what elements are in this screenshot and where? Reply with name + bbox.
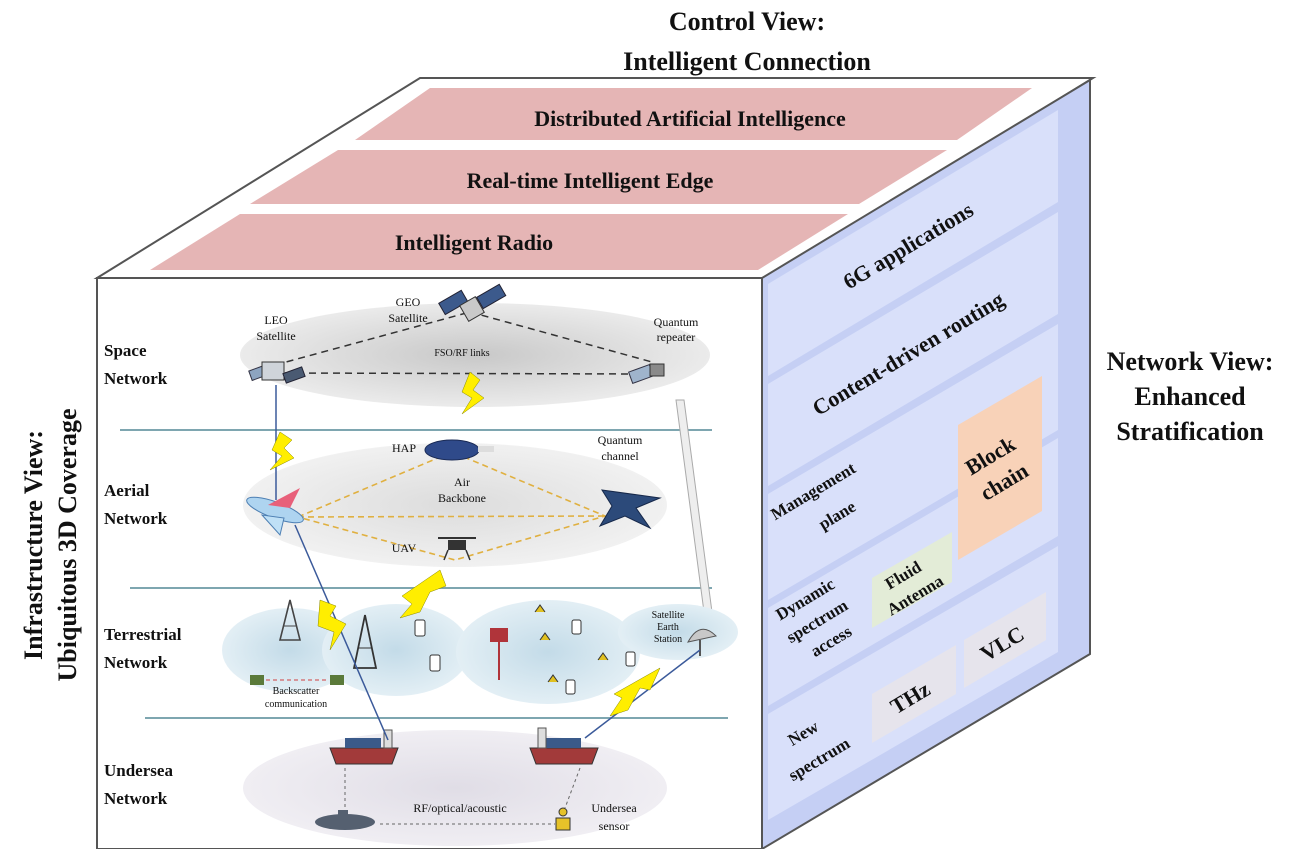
mobile-phone-icons-1 xyxy=(414,619,441,672)
air-backbone-link-horizontal xyxy=(297,515,606,518)
aerial-ship-link xyxy=(294,524,389,741)
vlc-box xyxy=(964,592,1046,688)
leo-satellite-icon xyxy=(248,361,306,384)
uav-label: UAV xyxy=(392,541,417,555)
side-band-applications xyxy=(768,110,1058,376)
leo-label-1: LEO xyxy=(264,313,288,327)
cell-tower-icon-2 xyxy=(352,614,378,669)
air-backbone-label-2: Backbone xyxy=(438,491,486,505)
hap-airship-icon xyxy=(424,439,494,461)
undersea-sensor-icon xyxy=(555,807,571,831)
air-backbone-links xyxy=(295,451,608,561)
infrastructure-view-title: Infrastructure View: xyxy=(19,430,48,660)
network-view-title: Network View: xyxy=(1107,347,1274,376)
undersea-network-label-1: Undersea xyxy=(104,761,173,780)
side-band-management xyxy=(768,324,1058,600)
ship-sensor-link xyxy=(564,767,581,809)
infrastructure-view-title-group: Infrastructure View: Ubiquitous 3D Cover… xyxy=(19,408,82,681)
submarine-icon xyxy=(315,810,375,830)
aerial-network-ellipse xyxy=(243,443,667,567)
aerial-network-label-1: Aerial xyxy=(104,481,150,500)
uav-drone-icon xyxy=(438,537,476,561)
top-layer-intelligent-edge xyxy=(250,150,947,204)
ship-icon-2 xyxy=(529,727,599,765)
top-layer-label-1: Distributed Artificial Intelligence xyxy=(534,106,846,131)
backscatter-tags-icon xyxy=(250,675,344,685)
air-backbone-label-1: Air xyxy=(454,475,470,489)
leo-label-2: Satellite xyxy=(256,329,295,343)
hap-label: HAP xyxy=(392,441,416,455)
quantum-repeater-label-2: repeater xyxy=(657,330,696,344)
top-layer-intelligent-radio xyxy=(150,214,848,270)
terrestrial-network-label-1: Terrestrial xyxy=(104,625,182,644)
space-network-ellipse xyxy=(240,303,710,407)
infrastructure-view-subtitle: Ubiquitous 3D Coverage xyxy=(53,408,82,681)
earth-station-ship-link xyxy=(584,649,701,739)
small-cell-icons xyxy=(534,604,609,683)
cell-tower-icon-1 xyxy=(278,599,302,641)
lightning-icon-aerial-ship xyxy=(317,599,347,651)
blockchain-box xyxy=(958,376,1042,560)
aerial-network-label-2: Network xyxy=(104,509,168,528)
fluid-antenna-box xyxy=(872,532,952,628)
lightning-icon-uav-tower xyxy=(399,569,447,619)
side-band-routing xyxy=(768,212,1058,486)
space-network-label-1: Space xyxy=(104,341,147,360)
undersea-network-label-2: Network xyxy=(104,789,168,808)
geo-satellite-icon xyxy=(438,283,507,322)
lightning-icon-leo-aerial xyxy=(269,431,295,471)
rf-optical-acoustic-label: RF/optical/acoustic xyxy=(413,801,506,815)
terrestrial-cell-1 xyxy=(222,608,358,692)
top-layer-label-3: Intelligent Radio xyxy=(395,230,553,255)
top-layer-label-2: Real-time Intelligent Edge xyxy=(467,168,714,193)
base-station-icon xyxy=(490,628,508,680)
control-view-subtitle: Intelligent Connection xyxy=(623,47,871,76)
mobile-phone-icons-2 xyxy=(565,619,636,695)
quantum-repeater-icon xyxy=(627,363,665,385)
airplane-icon xyxy=(246,488,304,537)
satellite-earth-station-label-1: Satellite xyxy=(652,610,685,621)
satellite-earth-station-label-2: Earth xyxy=(657,622,679,633)
link-leo-geo xyxy=(274,311,471,366)
satellite-dish-icon xyxy=(687,628,718,656)
thz-box xyxy=(872,645,956,743)
undersea-sensor-label-2: sensor xyxy=(599,819,630,833)
quantum-channel-label-2: channel xyxy=(601,449,639,463)
terrestrial-cell-2 xyxy=(322,604,470,696)
fighter-jet-icon xyxy=(598,489,662,530)
terrestrial-network-label-2: Network xyxy=(104,653,168,672)
control-view-title: Control View: xyxy=(669,7,825,36)
network-view-line2: Enhanced xyxy=(1134,382,1246,411)
quantum-repeater-label-1: Quantum xyxy=(654,315,699,329)
lightning-icon-geo-hap xyxy=(461,371,485,415)
geo-label-2: Satellite xyxy=(388,311,427,325)
backscatter-label-2: communication xyxy=(265,699,327,710)
terrestrial-cell-3 xyxy=(456,600,640,704)
satellite-earth-station-label-3: Station xyxy=(654,634,682,645)
geo-label-1: GEO xyxy=(396,295,421,309)
lightning-icon-station-ship xyxy=(609,667,661,717)
terrestrial-cell-4 xyxy=(618,604,738,660)
link-geo-repeater xyxy=(469,311,653,363)
fso-rf-links-label: FSO/RF links xyxy=(434,348,489,359)
network-view-line3: Stratification xyxy=(1116,417,1264,446)
quantum-channel-label-1: Quantum xyxy=(598,433,643,447)
undersea-sensor-label-1: Undersea xyxy=(591,801,637,815)
backscatter-label-1: Backscatter xyxy=(273,686,320,697)
space-network-label-2: Network xyxy=(104,369,168,388)
top-layer-distributed-ai xyxy=(355,88,1032,140)
